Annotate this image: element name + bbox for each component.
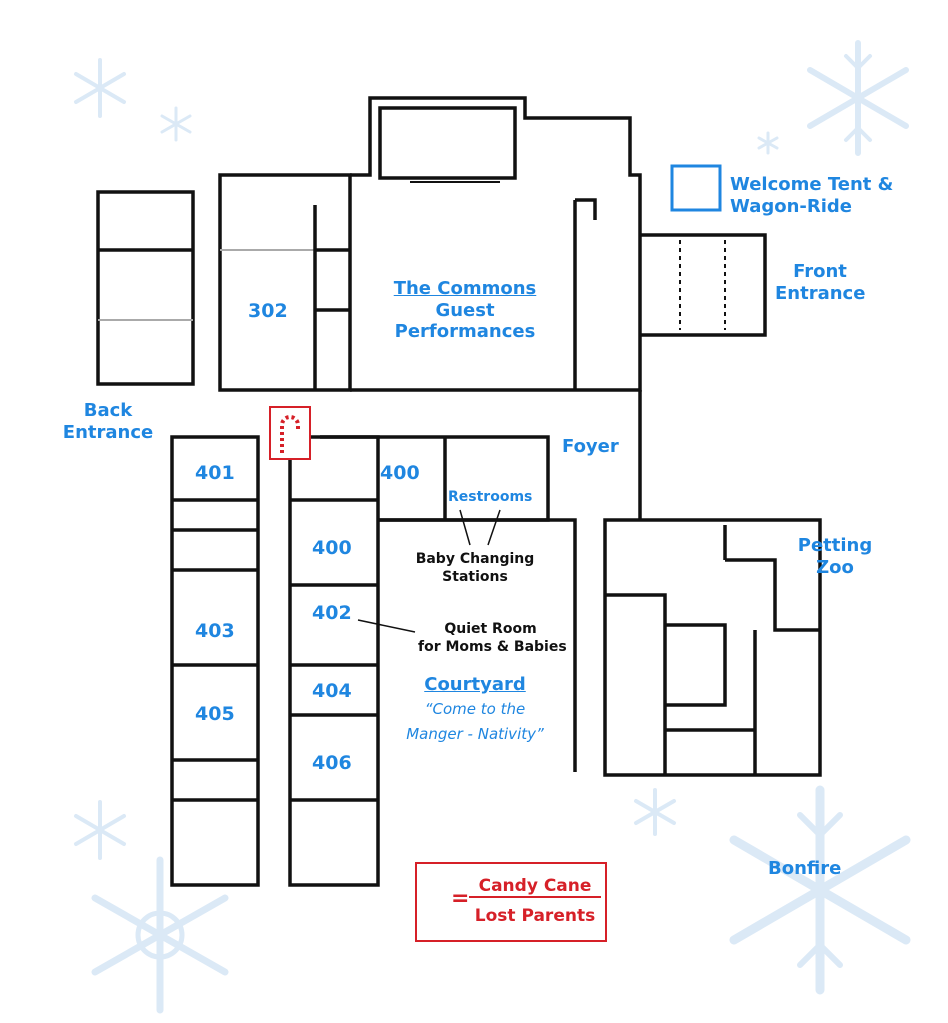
snowflake-icon [757, 131, 779, 155]
legend-equals: = [451, 886, 470, 911]
candy-cane-marker [269, 406, 311, 460]
welcome-tent-icon [670, 164, 722, 212]
room-402: 402 [312, 602, 352, 624]
snowflake-icon [807, 40, 909, 156]
legend-lost-parents: Lost Parents [474, 906, 596, 926]
room-400-top: 400 [380, 462, 420, 484]
snowflake-decorations [74, 40, 911, 1014]
snowflake-icon [160, 106, 192, 142]
room-405: 405 [195, 703, 235, 725]
welcome-tent-label: Welcome Tent &Wagon-Ride [730, 174, 894, 217]
room-406: 406 [312, 752, 352, 774]
snowflake-icon [74, 58, 126, 118]
snowflake-icon [74, 800, 126, 860]
snowflake-icon [729, 785, 911, 995]
pointer-arrows [357, 509, 501, 633]
legend-candy-cane: Candy Cane [469, 876, 601, 898]
bonfire-label: Bonfire [768, 858, 842, 879]
room-404: 404 [312, 680, 352, 702]
restrooms-label: Restrooms [448, 489, 533, 505]
candy-cane-box [269, 406, 311, 460]
room-401: 401 [195, 462, 235, 484]
legend: = Candy Cane Lost Parents [415, 862, 607, 942]
room-400: 400 [312, 537, 352, 559]
room-403: 403 [195, 620, 235, 642]
room-302: 302 [248, 300, 288, 322]
snowflake-icon [91, 856, 229, 1014]
snowflake-icon [634, 788, 676, 836]
foyer-label: Foyer [562, 436, 619, 457]
walls [96, 96, 822, 887]
